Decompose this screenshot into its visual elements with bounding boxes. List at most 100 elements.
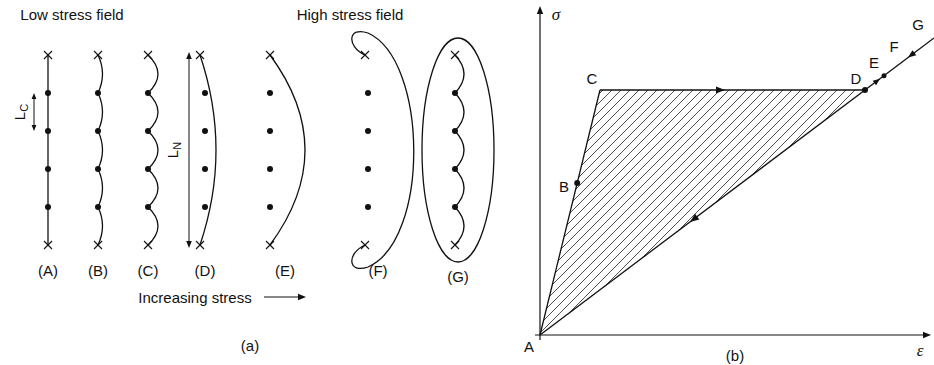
- arrow-head: [873, 79, 880, 85]
- pinning-dot: [452, 128, 458, 134]
- pinning-point: [144, 51, 152, 59]
- pinning-point: [361, 51, 369, 59]
- pinning-point: [451, 241, 459, 249]
- case-label: (D): [195, 263, 216, 278]
- pinning-dot: [574, 180, 580, 186]
- dislocation-loop: [422, 38, 494, 262]
- panel-b: [535, 6, 934, 340]
- arrow-head: [186, 52, 192, 59]
- pinning-dot: [452, 90, 458, 96]
- loading-line: [540, 90, 600, 335]
- pinning-point: [196, 241, 204, 249]
- dimension-line: [34, 96, 35, 128]
- pinning-point: [94, 51, 102, 59]
- pinning-point: [144, 241, 152, 249]
- pinning-point: [196, 241, 204, 249]
- loading-line: [600, 89, 865, 90]
- panel-label: (a): [241, 338, 259, 353]
- pinning-point: [266, 51, 274, 59]
- pinning-point: [451, 51, 459, 59]
- dimension-label: LC: [12, 104, 30, 120]
- axis-label: σ: [552, 6, 560, 23]
- pinning-dot: [202, 90, 208, 96]
- pinning-dot: [267, 90, 273, 96]
- pinning-dot: [267, 128, 273, 134]
- pinning-dot: [145, 90, 151, 96]
- pinning-dot: [145, 128, 151, 134]
- dislocation-line: [98, 55, 103, 245]
- dislocation-line: [270, 55, 305, 245]
- case-label: (C): [138, 263, 159, 278]
- axis-label: ε: [917, 342, 924, 359]
- pinning-point: [451, 51, 459, 59]
- pinning-point: [266, 51, 274, 59]
- pinning-dot: [365, 204, 371, 210]
- dislocation-line: [455, 55, 464, 245]
- pinning-point: [266, 241, 274, 249]
- case-label: (B): [88, 263, 108, 278]
- arrow-head: [923, 332, 931, 338]
- case-label: (A): [38, 263, 58, 278]
- arrow-head: [537, 6, 543, 14]
- pinning-dot: [45, 128, 51, 134]
- arrow-head: [32, 125, 37, 131]
- pinning-dot: [145, 166, 151, 172]
- arrow-head: [908, 50, 916, 57]
- pinning-dot: [95, 90, 101, 96]
- pinning-point: [94, 241, 102, 249]
- panel-a: [32, 32, 494, 301]
- stress-arrow: [264, 296, 300, 297]
- pinning-dot: [365, 90, 371, 96]
- pinning-point: [451, 241, 459, 249]
- point-label: G: [912, 17, 924, 32]
- axis-note: Increasing stress: [138, 290, 251, 305]
- point-label: D: [851, 71, 862, 86]
- case-label: (F): [368, 263, 387, 278]
- pinning-dot: [95, 204, 101, 210]
- stress-axis: [539, 12, 540, 340]
- arrow-head: [716, 86, 725, 93]
- point-label: A: [524, 339, 534, 354]
- point-label: F: [889, 39, 898, 54]
- pinning-dot: [862, 87, 868, 93]
- point-label: E: [869, 55, 879, 70]
- arrow-head: [690, 214, 699, 222]
- pinning-dot: [95, 166, 101, 172]
- pinning-dot: [267, 166, 273, 172]
- dislocation-line: [200, 55, 216, 245]
- dislocation-line: [148, 55, 158, 245]
- pinning-point: [196, 51, 204, 59]
- pinning-dot: [202, 128, 208, 134]
- pinning-dot: [267, 204, 273, 210]
- pinning-point: [44, 51, 52, 59]
- dimension-line: [189, 56, 190, 244]
- dislocation-line: [47, 55, 48, 245]
- panel-label: (b): [726, 348, 744, 363]
- pinning-point: [266, 241, 274, 249]
- point-label: C: [587, 71, 598, 86]
- pinning-dot: [452, 204, 458, 210]
- dimension-label: LN: [165, 142, 183, 158]
- pinning-dot: [202, 204, 208, 210]
- panel-heading: Low stress field: [20, 7, 123, 22]
- pinning-point: [361, 241, 369, 249]
- pinning-point: [94, 51, 102, 59]
- pinning-dot: [202, 166, 208, 172]
- pinning-point: [361, 241, 369, 249]
- pinning-dot: [45, 204, 51, 210]
- pinning-dot: [95, 128, 101, 134]
- point-label: B: [559, 179, 569, 194]
- pinning-dot: [145, 204, 151, 210]
- pinning-point: [144, 241, 152, 249]
- pinning-point: [361, 51, 369, 59]
- pinning-dot: [45, 90, 51, 96]
- case-label: (G): [447, 269, 469, 284]
- pinning-point: [44, 241, 52, 249]
- dislocation-loop: [352, 32, 414, 269]
- pinning-point: [44, 51, 52, 59]
- pinning-dot: [365, 166, 371, 172]
- pinning-dot: [882, 73, 887, 78]
- arrow-head: [186, 241, 192, 248]
